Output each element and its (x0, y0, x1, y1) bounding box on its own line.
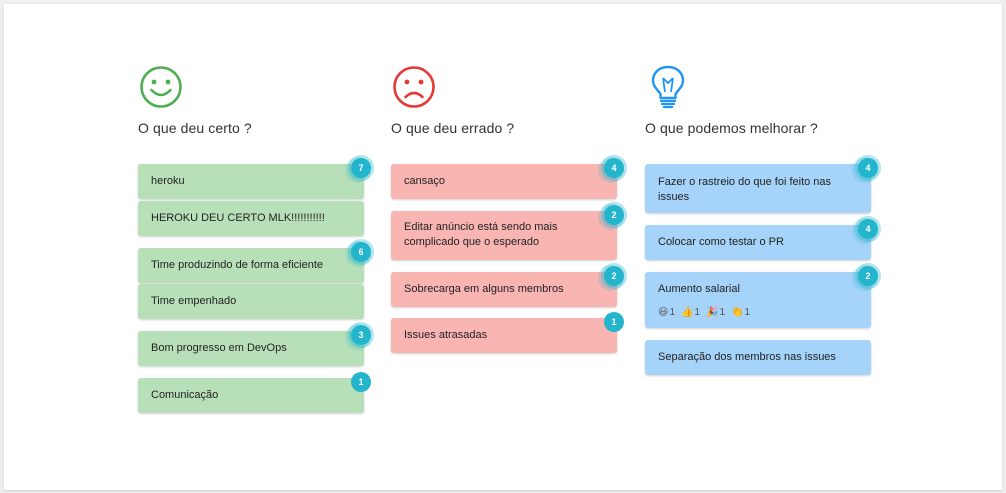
reaction-party[interactable]: 🎉 1 (706, 305, 725, 320)
card-text: Comunicação (151, 389, 219, 401)
vote-count-badge[interactable]: 7 (351, 158, 371, 178)
retro-card[interactable]: Colocar como testar o PR 4 (645, 219, 878, 260)
card-text: Time empenhado (151, 295, 237, 307)
retro-card[interactable]: heroku 7 (138, 158, 371, 199)
reaction-count: 1 (744, 307, 751, 318)
retro-card[interactable]: Time empenhado (138, 284, 364, 319)
vote-count-badge[interactable]: 4 (858, 219, 878, 239)
column-title: O que deu errado ? (391, 120, 515, 136)
sad-face-icon (393, 66, 435, 108)
card-text: Colocar como testar o PR (658, 236, 784, 248)
column-title: O que podemos melhorar ? (645, 120, 818, 136)
smile-emoji-icon: 😃 (658, 307, 669, 318)
card-text: HEROKU DEU CERTO MLK!!!!!!!!!!! (151, 212, 325, 224)
retro-card[interactable]: HEROKU DEU CERTO MLK!!!!!!!!!!! (138, 201, 364, 236)
vote-count-badge[interactable]: 1 (351, 372, 371, 392)
smile-icon (140, 66, 182, 108)
reaction-count: 1 (669, 307, 675, 318)
retro-card[interactable]: Separação dos membros nas issues (645, 340, 871, 375)
reaction-count: 1 (719, 307, 726, 318)
card-text: Bom progresso em DevOps (151, 342, 287, 354)
vote-count-badge[interactable]: 2 (604, 266, 624, 286)
reaction-count: 1 (694, 307, 701, 318)
reaction-smile[interactable]: 😃 1 (658, 305, 675, 320)
card-text: Aumento salarial (658, 283, 740, 295)
card-text: heroku (151, 175, 185, 187)
vote-count-badge[interactable]: 2 (858, 266, 878, 286)
retro-board: O que deu certo ? heroku 7 HEROKU DEU CE… (4, 4, 1002, 490)
reaction-thumbs-up[interactable]: 👍 1 (681, 305, 700, 320)
reaction-bar: 😃 1 👍 1 🎉 1 👏 1 (658, 305, 858, 320)
vote-count-badge[interactable]: 4 (858, 158, 878, 178)
card-text: Issues atrasadas (404, 329, 488, 341)
retro-card[interactable]: Sobrecarga em alguns membros 2 (391, 266, 624, 307)
retro-card[interactable]: Comunicação 1 (138, 372, 371, 413)
retro-card[interactable]: cansaço 4 (391, 158, 624, 199)
card-text: Separação dos membros nas issues (658, 351, 836, 363)
retro-card[interactable]: Time produzindo de forma eficiente 6 (138, 242, 371, 283)
card-text: Fazer o rastreio do que foi feito nas is… (658, 176, 832, 203)
retro-card[interactable]: Editar anúncio está sendo mais complicad… (391, 205, 624, 260)
vote-count-badge[interactable]: 1 (604, 312, 624, 332)
card-text: Time produzindo de forma eficiente (151, 259, 324, 271)
retro-card[interactable]: Aumento salarial 2 😃 1 👍 1 🎉 1 👏 1 (645, 266, 878, 328)
clapping-hands-emoji-icon: 👏 (731, 307, 744, 318)
retro-card[interactable]: Bom progresso em DevOps 3 (138, 325, 371, 366)
thumbs-up-emoji-icon: 👍 (681, 307, 694, 318)
card-text: Sobrecarga em alguns membros (404, 283, 564, 295)
card-text: Editar anúncio está sendo mais complicad… (404, 221, 558, 248)
vote-count-badge[interactable]: 3 (351, 325, 371, 345)
vote-count-badge[interactable]: 2 (604, 205, 624, 225)
vote-count-badge[interactable]: 4 (604, 158, 624, 178)
vote-count-badge[interactable]: 6 (351, 242, 371, 262)
card-text: cansaço (404, 175, 445, 187)
party-popper-emoji-icon: 🎉 (706, 307, 719, 318)
retro-card[interactable]: Issues atrasadas 1 (391, 312, 624, 353)
retro-card[interactable]: Fazer o rastreio do que foi feito nas is… (645, 158, 878, 213)
lightbulb-icon (651, 65, 685, 109)
reaction-clap[interactable]: 👏 1 (731, 305, 750, 320)
column-title: O que deu certo ? (138, 120, 252, 136)
